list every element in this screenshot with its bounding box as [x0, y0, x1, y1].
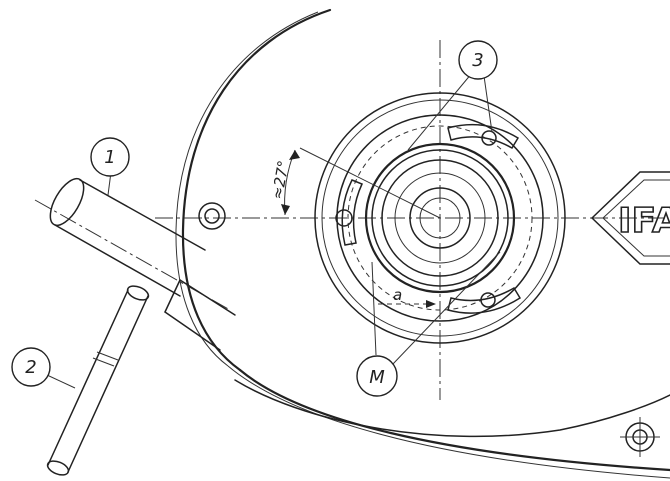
callout-3: 3: [458, 40, 498, 80]
bolt-housing-left: [198, 202, 226, 230]
callout-1: 1: [90, 137, 130, 177]
slotted-holes: [341, 123, 522, 314]
bolt-bottom: [480, 292, 496, 308]
callout-1-text: 1: [104, 147, 115, 168]
callout-3-text: 3: [472, 50, 483, 71]
leader-lines: [46, 72, 501, 389]
bolt-housing-bottom-right: [620, 417, 660, 457]
callout-2-text: 2: [25, 357, 36, 378]
tool-shaft: [46, 177, 236, 476]
ifa-logo-text: IFA: [618, 201, 670, 241]
slot-bottom: [447, 286, 522, 314]
offset-dimension: a: [378, 286, 436, 308]
housing-cover: [175, 8, 670, 479]
hub-assembly: [314, 92, 566, 344]
angle-label: ≈27°: [268, 159, 293, 201]
ifa-logo: IFA: [591, 171, 670, 265]
bolt-top: [481, 130, 497, 146]
offset-label: a: [393, 286, 402, 304]
bolts: [198, 130, 660, 457]
slot-top: [447, 123, 520, 150]
callout-m-text: M: [369, 367, 385, 388]
bolt-left: [335, 209, 353, 227]
callout-2: 2: [11, 347, 51, 387]
callout-m: M: [356, 355, 398, 397]
center-lines: [34, 40, 665, 400]
slot-left: [341, 179, 364, 246]
